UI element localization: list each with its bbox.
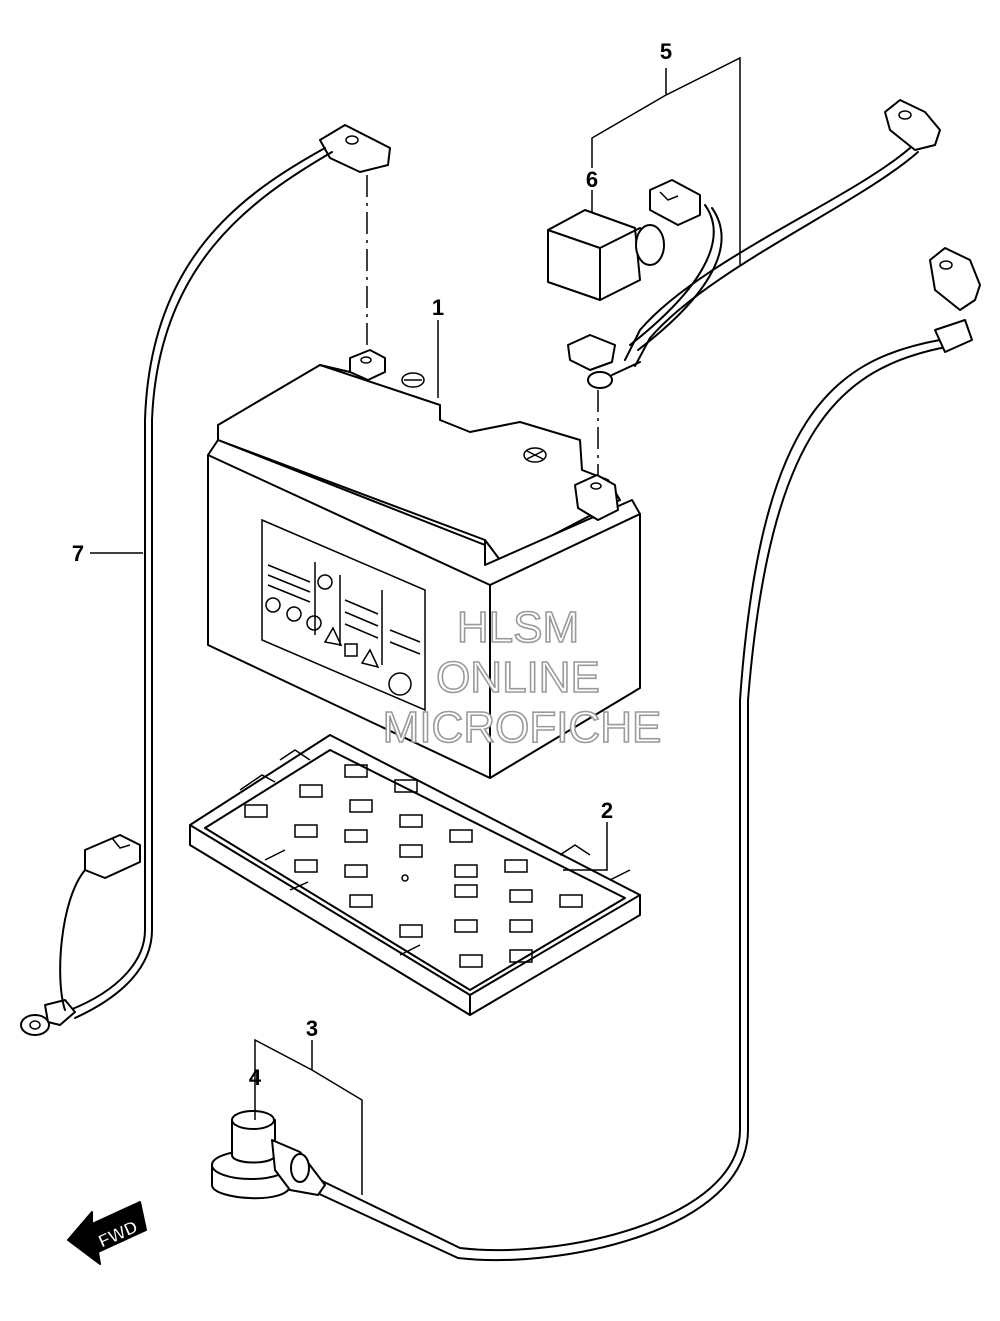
watermark: HLSM ONLINE MICROFICHE bbox=[382, 602, 662, 753]
watermark-line3: MICROFICHE bbox=[383, 703, 662, 752]
fuse-6[interactable] bbox=[547, 179, 701, 301]
callout-numbers: 1 2 3 4 5 6 7 bbox=[72, 39, 672, 1090]
starter-lead-3[interactable] bbox=[314, 247, 981, 1262]
watermark-line1: HLSM bbox=[457, 603, 579, 652]
callout-2: 2 bbox=[601, 798, 613, 823]
battery-tray[interactable] bbox=[189, 734, 641, 1016]
positive-lead-5[interactable] bbox=[567, 99, 941, 389]
fwd-arrow: FWD bbox=[67, 1201, 147, 1265]
callout-4: 4 bbox=[249, 1065, 262, 1090]
battery[interactable] bbox=[207, 349, 641, 779]
callout-5: 5 bbox=[660, 39, 672, 64]
leader-lines bbox=[90, 56, 741, 1195]
assembly-lines bbox=[366, 175, 599, 475]
callout-6: 6 bbox=[586, 167, 598, 192]
callout-3: 3 bbox=[306, 1016, 318, 1041]
tray-slots bbox=[244, 764, 583, 968]
negative-lead-7[interactable] bbox=[20, 124, 391, 1036]
watermark-line2: ONLINE bbox=[436, 653, 600, 702]
terminal-cap-4[interactable] bbox=[211, 1110, 326, 1200]
callout-1: 1 bbox=[432, 295, 444, 320]
callout-7: 7 bbox=[72, 541, 84, 566]
